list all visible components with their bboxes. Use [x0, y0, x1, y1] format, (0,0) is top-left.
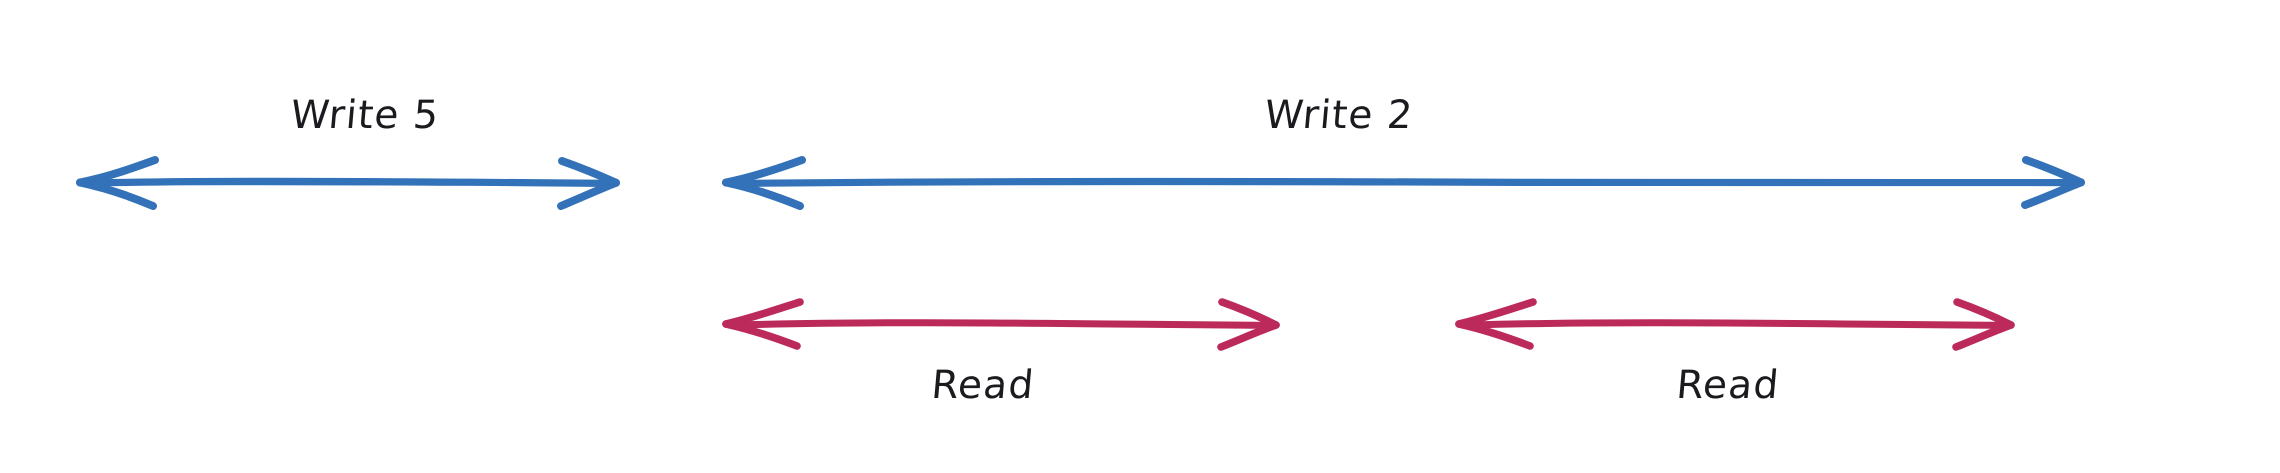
arrow-read-2	[1455, 298, 2015, 351]
arrow-label-write-5: Write 5	[288, 93, 442, 138]
arrow-write-5-head-left-lower	[76, 178, 157, 210]
arrow-read-2-head-right-lower	[1952, 321, 2015, 351]
arrow-read-2-shaft-overstroke	[1520, 320, 1993, 328]
arrow-read-1-shaft-overstroke	[787, 320, 1258, 328]
arrow-read-2-head-right	[1953, 298, 2015, 329]
arrow-read-1	[722, 298, 1280, 351]
arrow-read-1-head-right-lower	[1217, 321, 1280, 351]
arrow-write-2-head-left-lower	[722, 178, 804, 210]
arrow-write-5-shaft-overstroke	[147, 179, 603, 186]
arrow-label-read-right: Read	[1674, 363, 1782, 408]
arrow-write-2-shaft-overstroke	[797, 178, 1703, 186]
arrow-read-2-head-left-lower	[1455, 320, 1534, 350]
arrow-write-5-head-right-lower	[557, 178, 620, 210]
arrow-write-5	[76, 156, 620, 210]
arrow-read-1-head-left-lower	[722, 320, 801, 350]
arrow-label-read-left: Read	[929, 363, 1037, 408]
arrow-label-write-2: Write 2	[1262, 93, 1416, 138]
arrow-write-2-head-right-lower	[2021, 178, 2085, 209]
arrow-write-2	[722, 156, 2085, 210]
arrow-write-2-head-left	[722, 156, 806, 187]
arrow-read-1-head-right	[1218, 298, 1280, 329]
